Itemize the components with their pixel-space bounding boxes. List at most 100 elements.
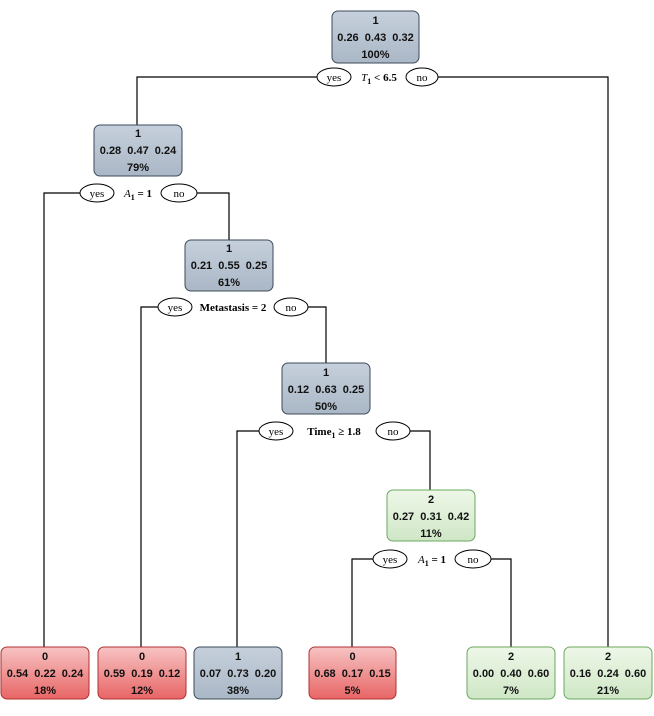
node-percent: 50%: [315, 401, 337, 413]
yes-pill: [157, 297, 193, 317]
yes-pill: [258, 421, 294, 441]
leaf-3: 1 0.07 0.73 0.20 38%: [193, 646, 283, 700]
split-condition-n3: Time1 ≥ 1.8: [307, 426, 361, 440]
node-class: 0: [349, 651, 355, 663]
edge-n4-right: [491, 558, 512, 647]
node-probs: 0.21 0.55 0.25: [191, 260, 267, 272]
edge-n2-left: [140, 306, 158, 647]
node-percent: 18%: [34, 685, 56, 697]
node-probs: 0.54 0.22 0.24: [7, 668, 84, 680]
no-label: no: [174, 188, 186, 200]
edge-n3-right: [410, 430, 431, 490]
node-box: [308, 646, 397, 700]
node-probs: 0.07 0.73 0.20: [200, 668, 276, 680]
edge-n2-right: [308, 306, 327, 363]
split-n2: yes Metastasis = 2 no: [157, 297, 309, 317]
node-percent: 12%: [131, 685, 153, 697]
leaf-6: 2 0.16 0.24 0.60 21%: [563, 646, 653, 700]
leaf-1: 0 0.54 0.22 0.24 18%: [0, 646, 90, 700]
node-percent: 100%: [361, 49, 389, 61]
split-sub: 1: [367, 77, 371, 86]
split-sub: 1: [425, 559, 429, 568]
yes-label: yes: [327, 72, 342, 84]
node-probs: 0.59 0.19 0.12: [104, 668, 180, 680]
split-condition-root: T1 < 6.5: [361, 72, 397, 86]
yes-label: yes: [383, 554, 398, 566]
node-box: [0, 646, 90, 700]
edge-root-right: [438, 76, 609, 647]
node-percent: 7%: [503, 685, 519, 697]
edge-n3-left: [236, 430, 260, 647]
node-probs: 0.16 0.24 0.60: [570, 668, 646, 680]
node-percent: 61%: [218, 277, 240, 289]
node-class: 1: [226, 243, 232, 255]
leaf-5: 2 0.00 0.40 0.60 7%: [466, 646, 556, 700]
node-box: [281, 362, 371, 415]
split-var: Metastasis = 2: [200, 302, 267, 314]
node-percent: 21%: [597, 685, 619, 697]
split-var: T: [361, 72, 368, 84]
split-n1: yes A1 = 1 no: [79, 183, 198, 203]
split-n4: yes A1 = 1 no: [372, 549, 492, 569]
no-pill: [375, 421, 411, 441]
node-class: 1: [323, 367, 329, 379]
node-probs: 0.00 0.40 0.60: [473, 668, 549, 680]
no-pill: [273, 297, 309, 317]
no-pill: [454, 549, 492, 569]
split-root: yes T1 < 6.5 no: [316, 67, 439, 87]
node-box: [331, 10, 420, 64]
yes-label: yes: [168, 302, 183, 314]
edge-root-left: [136, 76, 321, 125]
node-percent: 5%: [345, 685, 361, 697]
node-class: 2: [508, 651, 514, 663]
node-class: 0: [42, 651, 48, 663]
node-root: 1 0.26 0.43 0.32 100%: [331, 10, 420, 64]
edge-n1-right: [197, 192, 230, 240]
split-op: = 1: [135, 188, 152, 200]
yes-label: yes: [269, 426, 284, 438]
node-n1: 1 0.28 0.47 0.24 79%: [93, 124, 183, 177]
node-class: 2: [428, 494, 434, 506]
leaf-4: 0 0.68 0.17 0.15 5%: [308, 646, 397, 700]
split-op: ≥ 1.8: [335, 426, 361, 438]
node-box: [466, 646, 556, 700]
node-probs: 0.12 0.63 0.25: [288, 384, 364, 396]
edge-n4-left: [351, 558, 374, 647]
node-percent: 11%: [420, 528, 442, 540]
node-probs: 0.26 0.43 0.32: [337, 32, 413, 44]
split-n3: yes Time1 ≥ 1.8 no: [258, 421, 411, 441]
node-box: [184, 239, 274, 292]
split-op: = 1: [429, 554, 446, 566]
edge-n1-left: [43, 192, 80, 647]
split-var: A: [123, 188, 131, 200]
node-box: [97, 646, 187, 700]
no-label: no: [286, 302, 298, 314]
node-probs: 0.28 0.47 0.24: [100, 145, 177, 157]
node-class: 1: [135, 128, 141, 140]
node-class: 0: [139, 651, 145, 663]
split-sub: 1: [131, 193, 135, 202]
node-box: [386, 489, 476, 542]
yes-label: yes: [90, 188, 105, 200]
split-condition-n1: A1 = 1: [123, 188, 152, 202]
split-op: < 6.5: [371, 72, 397, 84]
node-n3: 1 0.12 0.63 0.25 50%: [281, 362, 371, 415]
yes-pill: [79, 183, 115, 203]
no-pill: [405, 67, 439, 87]
node-class: 1: [235, 651, 241, 663]
no-pill: [160, 183, 198, 203]
node-probs: 0.68 0.17 0.15: [314, 668, 390, 680]
split-var: Time: [307, 426, 331, 438]
node-box: [193, 646, 283, 700]
node-box: [93, 124, 183, 177]
node-n2: 1 0.21 0.55 0.25 61%: [184, 239, 274, 292]
node-n4: 2 0.27 0.31 0.42 11%: [386, 489, 476, 542]
node-class: 1: [372, 15, 378, 27]
node-box: [563, 646, 653, 700]
no-label: no: [417, 72, 429, 84]
no-label: no: [388, 426, 400, 438]
split-condition-n4: A1 = 1: [417, 554, 446, 568]
node-probs: 0.27 0.31 0.42: [393, 511, 469, 523]
node-class: 2: [605, 651, 611, 663]
